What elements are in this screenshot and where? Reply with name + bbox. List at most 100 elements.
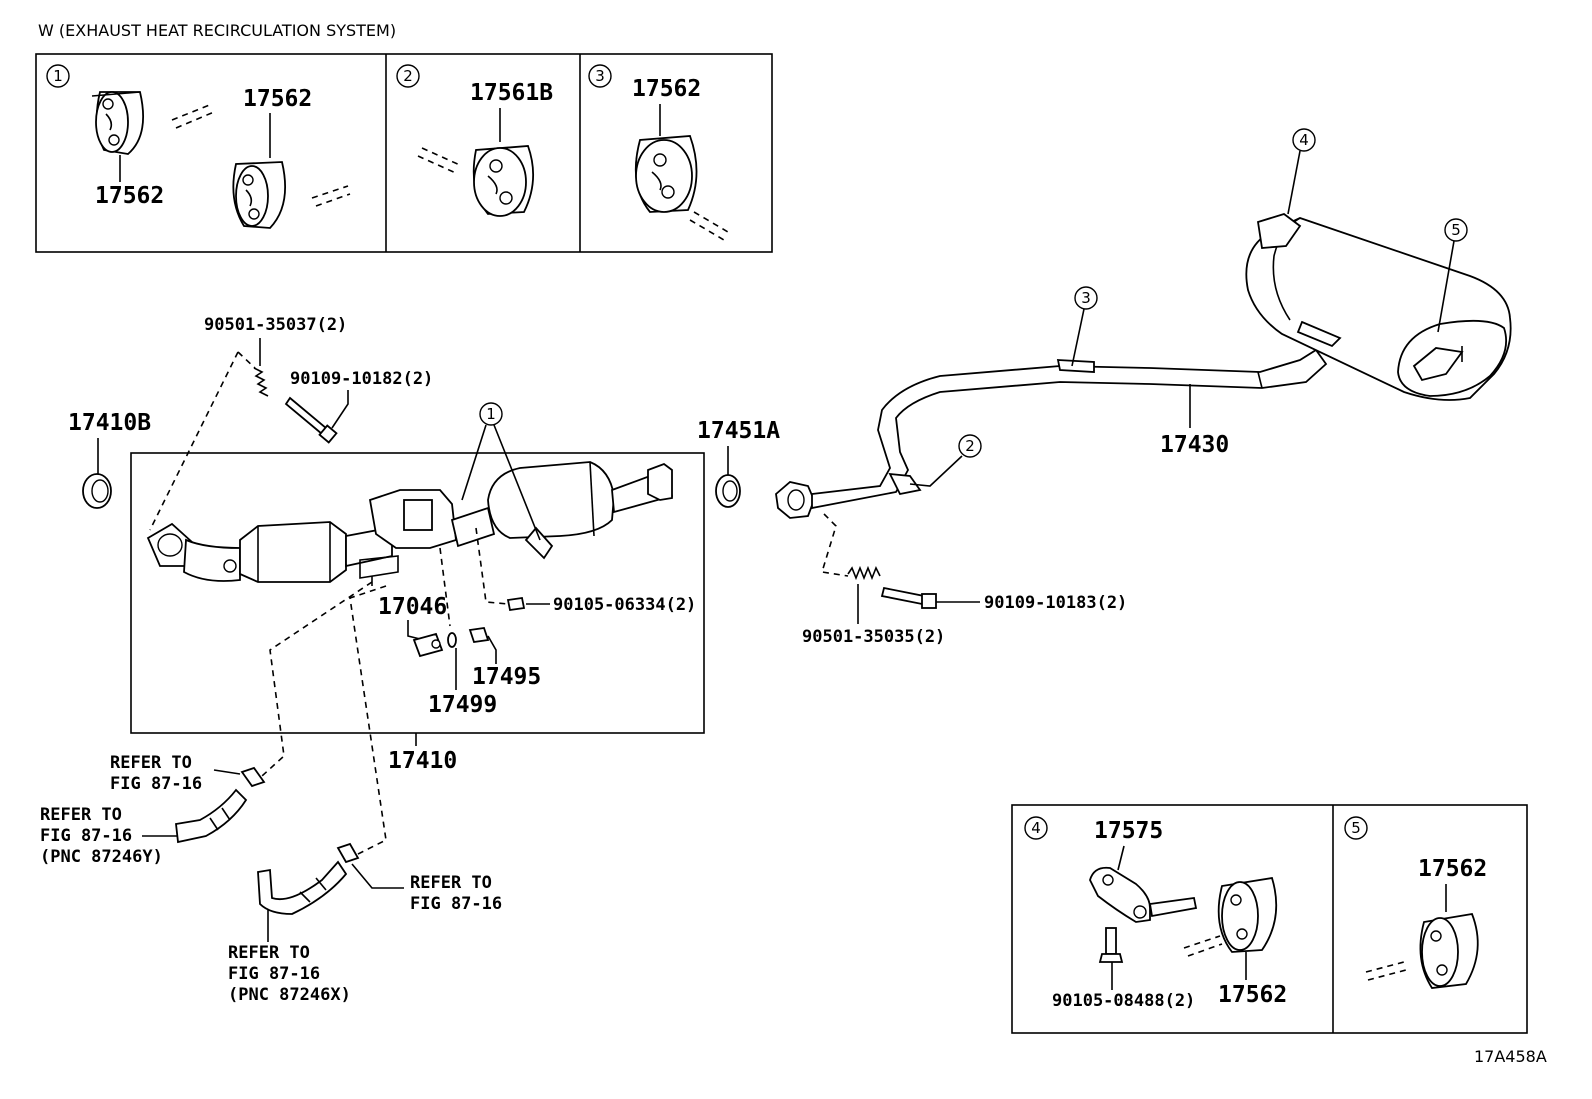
refer-label-4: FIG 87-16: [228, 964, 320, 984]
part-90109-10183-label: 90109-10183(2): [984, 593, 1127, 613]
callout-5-tailpipe: 5: [1444, 218, 1468, 242]
svg-text:4: 4: [1031, 819, 1041, 837]
callout-3-tailpipe: 3: [1074, 286, 1098, 310]
egr-hose-icon: [257, 860, 348, 915]
leader-line: [487, 635, 497, 664]
svg-text:3: 3: [595, 67, 605, 85]
svg-text:5: 5: [1451, 221, 1461, 239]
part-17451A-label: 17451A: [697, 418, 780, 444]
pin-guide: [421, 147, 463, 167]
diagram-header: W (EXHAUST HEAT RECIRCULATION SYSTEM): [38, 21, 396, 40]
rubber-hanger-icon: [232, 161, 287, 229]
part-17562-label: 17562: [1218, 982, 1287, 1008]
guide-line: [237, 351, 256, 369]
pin-guide: [315, 193, 351, 207]
guide-line: [349, 585, 387, 857]
svg-text:1: 1: [486, 405, 496, 423]
refer-label-2: FIG 87-16: [40, 826, 132, 846]
refer-label-1: FIG 87-16: [110, 774, 202, 794]
bottom-panel-frame: [1011, 804, 1528, 1034]
guide-line: [261, 581, 373, 777]
guide-line: [820, 513, 849, 577]
leader-line: [493, 424, 541, 541]
part-90501-35037-label: 90501-35037(2): [204, 315, 347, 335]
o-ring-icon: [447, 632, 457, 648]
figure-code: 17A458A: [1474, 1047, 1547, 1066]
part-17562-label: 17562: [1418, 856, 1487, 882]
egr-hose-icon: [175, 788, 248, 844]
pin-guide: [311, 185, 349, 199]
refer-label-4: REFER TO: [228, 943, 310, 963]
bolt-icon: [1098, 927, 1124, 963]
leader-line: [331, 390, 349, 429]
panel-4: 4 17575 90105-08488(2) 17562: [1024, 816, 1287, 1011]
part-90501-35035-label: 90501-35035(2): [802, 627, 945, 647]
svg-text:1: 1: [53, 67, 63, 85]
part-17561B-label: 17561B: [470, 80, 553, 106]
refer-label-1: REFER TO: [110, 753, 192, 773]
front-exhaust-pipe-icon: [146, 461, 674, 586]
bolt-icon: [880, 586, 937, 609]
refer-label-2: REFER TO: [40, 805, 122, 825]
leader-line: [1437, 240, 1455, 333]
top-panel-frame: [35, 53, 773, 253]
part-17430-label: 17430: [1160, 432, 1229, 458]
panel-2: 2 17561B: [396, 64, 553, 217]
callout-4-panel: 4: [1024, 816, 1048, 840]
leader-line: [909, 455, 963, 487]
refer-label-4: (PNC 87246X): [228, 985, 351, 1005]
part-17562-label: 17562: [243, 86, 312, 112]
leader-line: [1071, 308, 1085, 367]
bolt-icon: [284, 396, 338, 444]
part-17575-label: 17575: [1094, 818, 1163, 844]
panel-5: 5 17562: [1344, 816, 1487, 989]
leader-line: [1287, 150, 1301, 215]
part-17562-label: 17562: [95, 183, 164, 209]
plug-icon: [468, 627, 490, 643]
svg-text:2: 2: [403, 67, 413, 85]
gasket-17451A-icon: [715, 474, 741, 508]
part-90105-06334-label: 90105-06334(2): [553, 595, 696, 615]
refer-label-3: REFER TO: [410, 873, 492, 893]
callout-5-panel: 5: [1344, 816, 1368, 840]
refer-label-2: (PNC 87246Y): [40, 847, 163, 867]
leader-line: [351, 863, 404, 889]
pin-guide: [417, 155, 459, 175]
rubber-hanger-icon: [91, 91, 145, 155]
panel-3: 3 17562: [588, 64, 729, 241]
svg-text:2: 2: [965, 437, 975, 455]
part-17562-label: 17562: [632, 76, 701, 102]
svg-text:4: 4: [1299, 131, 1309, 149]
sensor-icon: [412, 632, 444, 658]
part-17495-label: 17495: [472, 664, 541, 690]
svg-text:3: 3: [1081, 289, 1091, 307]
part-17499-label: 17499: [428, 692, 497, 718]
callout-1-panel: 1: [46, 64, 70, 88]
panel-1: 1 17562 17562: [46, 64, 351, 229]
leader-line: [461, 424, 487, 501]
pin-guide: [171, 103, 213, 121]
bolt-icon: [506, 596, 526, 612]
part-17046-label: 17046: [378, 594, 447, 620]
callout-1-assembly: 1: [479, 402, 503, 426]
pin-guide: [1365, 961, 1405, 973]
front-pipe-assembly-frame: [130, 452, 705, 734]
pin-guide: [1367, 969, 1407, 981]
tail-pipe-muffler-icon: [775, 213, 1512, 519]
bracket-icon: [1089, 866, 1198, 923]
guide-line: [149, 351, 239, 531]
part-17410B-label: 17410B: [68, 410, 151, 436]
guide-line: [439, 547, 451, 627]
pin-guide: [1183, 935, 1221, 949]
rubber-hanger-icon: [634, 135, 698, 213]
spring-icon: [847, 565, 881, 581]
clamp-icon: [336, 842, 360, 864]
callout-2-panel: 2: [396, 64, 420, 88]
pin-guide: [689, 219, 725, 241]
pin-guide: [1187, 943, 1223, 957]
callout-4-tailpipe: 4: [1292, 128, 1316, 152]
part-90105-08488-label: 90105-08488(2): [1052, 991, 1195, 1011]
callout-3-panel: 3: [588, 64, 612, 88]
refer-label-3: FIG 87-16: [410, 894, 502, 914]
